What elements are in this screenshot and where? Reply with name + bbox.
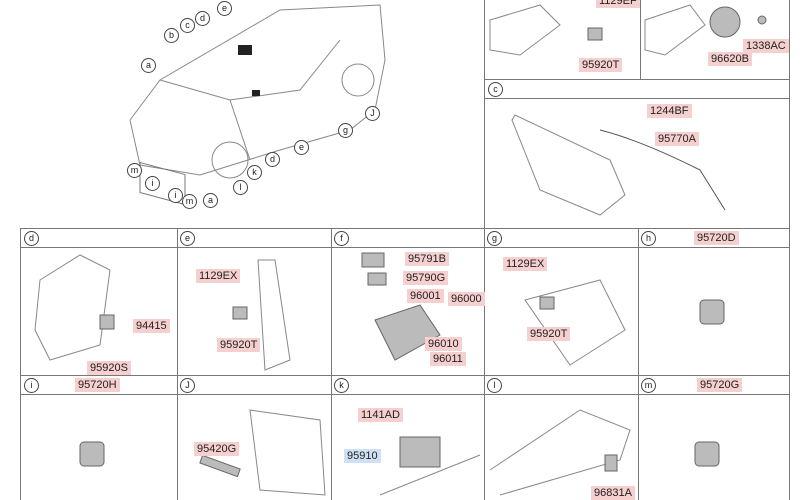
cell-header-d (20, 228, 178, 248)
part-label[interactable]: 94415 (133, 319, 170, 333)
part-label[interactable]: 1129EX (503, 257, 548, 271)
cell-c (484, 98, 790, 229)
part-label-highlighted[interactable]: 95910 (344, 449, 381, 463)
callout-k: k (247, 165, 262, 180)
cell-header-g (484, 228, 639, 248)
cell-letter: c (488, 82, 503, 97)
horn-part (709, 6, 741, 38)
part-label[interactable]: 1129EX (196, 269, 241, 283)
part-label[interactable]: 95791B (405, 252, 449, 266)
part-label[interactable]: 96831A (591, 486, 635, 500)
cell-header-e (177, 228, 332, 248)
cell-letter: f (334, 231, 349, 246)
callout-b: b (164, 28, 179, 43)
cell-h (638, 247, 790, 376)
callout-g: g (338, 123, 353, 138)
part-label[interactable]: 96010 (425, 337, 462, 351)
cell-letter: m (641, 378, 656, 393)
cell-m (638, 394, 790, 500)
callout-d: d (265, 152, 280, 167)
callout-d: d (195, 11, 210, 26)
part-label[interactable]: 96001 (407, 289, 444, 303)
cell-letter: h (641, 231, 656, 246)
callout-c: c (180, 18, 195, 33)
cell-title[interactable]: 95720D (694, 231, 739, 245)
cell-letter: d (24, 231, 39, 246)
callout-i: i (168, 188, 183, 203)
cell-header-f (331, 228, 485, 248)
cell-title[interactable]: 95720H (75, 378, 120, 392)
part-label[interactable]: 95920T (527, 327, 571, 341)
part-label[interactable]: 96000 (448, 292, 485, 306)
callout-j: J (365, 106, 380, 121)
cell-header-k (331, 375, 485, 395)
part-label[interactable]: 96620B (708, 52, 752, 66)
cell-letter: i (24, 378, 39, 393)
part-label[interactable]: 95920S (87, 361, 131, 375)
cell-header-l (484, 375, 639, 395)
cell-d (20, 247, 178, 376)
part-label[interactable]: 96011 (430, 352, 466, 366)
callout-e: e (294, 140, 309, 155)
cell-i (20, 394, 178, 500)
callout-i: i (145, 176, 160, 191)
cell-e (177, 247, 332, 376)
cell-header-j (177, 375, 332, 395)
part-label[interactable]: 1338AC (743, 39, 789, 53)
cell-k (331, 394, 485, 500)
callout-m: m (182, 194, 197, 209)
part-label[interactable]: 95790G (403, 271, 449, 285)
cell-letter: e (180, 231, 195, 246)
sensor-part (587, 27, 603, 41)
part-label[interactable]: 95770A (655, 132, 699, 146)
part-label[interactable]: 95920T (217, 338, 261, 352)
callout-a: a (203, 193, 218, 208)
cell-l (484, 394, 639, 500)
cell-letter: J (180, 378, 195, 393)
callout-e: e (217, 1, 232, 16)
cell-letter: g (487, 231, 502, 246)
cell-letter: l (487, 378, 502, 393)
callout-a: a (141, 58, 156, 73)
cell-header-c (484, 79, 790, 99)
cell-letter: k (334, 378, 349, 393)
cell-title[interactable]: 95720G (697, 378, 743, 392)
part-label[interactable]: 1129EF (596, 0, 640, 8)
part-label[interactable]: 95920T (579, 58, 623, 72)
part-label[interactable]: 1244BF (647, 104, 692, 118)
callout-l: l (233, 180, 248, 195)
callout-m: m (127, 163, 142, 178)
part-label[interactable]: 95420G (194, 442, 240, 456)
part-label[interactable]: 1141AD (358, 408, 403, 422)
